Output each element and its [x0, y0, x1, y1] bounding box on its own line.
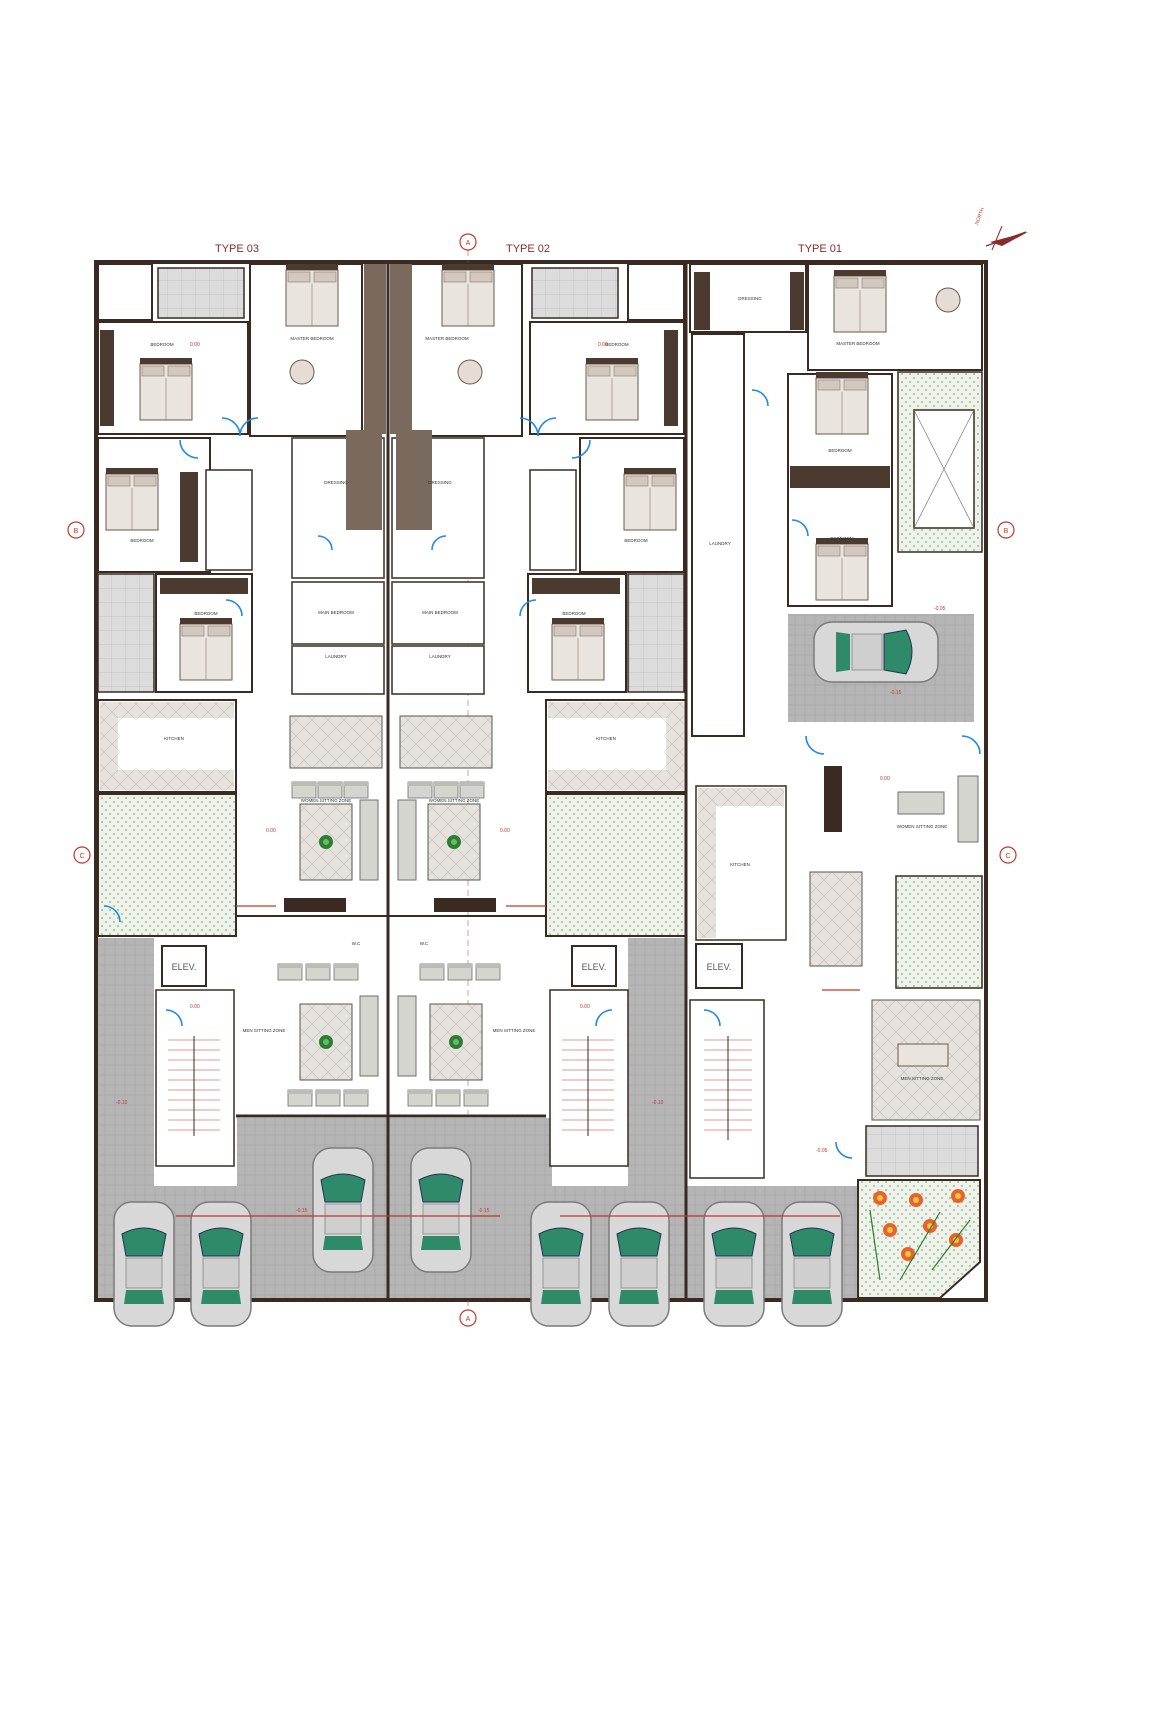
label-dressing-t02: DRESSING [428, 480, 452, 485]
label-wc-t02: W.C [420, 941, 429, 946]
grid-marker-c-right: C [999, 846, 1017, 864]
label-wc-t03: W.C [352, 941, 361, 946]
level-t03-living: 0.00 [266, 828, 276, 834]
level-parking-a: -0.15 [296, 1208, 308, 1214]
level-t01-living: 0.00 [880, 776, 890, 782]
label-elev-t03: ELEV. [172, 962, 197, 972]
car-7-icon [703, 1201, 765, 1327]
label-bedroom-t01-a: BEDROOM [828, 448, 852, 453]
paving-left [98, 938, 154, 1188]
svg-text:A: A [466, 1316, 471, 1323]
label-elev-t01: ELEV. [707, 962, 732, 972]
level-parking-b: -0.15 [478, 1208, 490, 1214]
svg-text:A: A [466, 240, 471, 247]
paving-center [237, 1118, 552, 1190]
label-master-bedroom-t01: MASTER BEDROOM [836, 341, 880, 346]
label-laundry-t01: LAUNDRY [709, 541, 730, 546]
car-8-icon [781, 1201, 843, 1327]
level-t01-entry: -0.05 [816, 1148, 828, 1154]
label-men-sitting-t02: MEN SITTING ZONE [493, 1028, 536, 1033]
label-bedroom-t02-top: BEDROOM [605, 342, 629, 347]
level-t01-garage-b: -0.15 [890, 690, 902, 696]
car-2-icon [190, 1201, 252, 1327]
label-kitchen-t01: KITCHEN [730, 862, 750, 867]
grid-marker-c-left: C [73, 846, 91, 864]
shared-living-zones [236, 715, 546, 1118]
north-arrow-icon [985, 225, 1028, 251]
svg-text:C: C [79, 853, 84, 860]
car-5-icon [530, 1201, 592, 1327]
type-01-title: TYPE 01 [798, 243, 842, 255]
type-03-title: TYPE 03 [215, 243, 259, 255]
level-t02-stair: 0.00 [580, 1004, 590, 1010]
type-02-title: TYPE 02 [506, 243, 550, 255]
label-master-bedroom-t02: MASTER BEDROOM [425, 336, 469, 341]
level-t03-paving: -0.10 [116, 1100, 128, 1106]
grid-marker-a-top: A [459, 233, 477, 251]
label-men-sitting-t01: MEN SITTING ZONE [901, 1076, 944, 1081]
car-6-icon [608, 1201, 670, 1327]
grid-marker-a-bottom: A [459, 1309, 477, 1327]
unit-type-03 [97, 263, 386, 1167]
label-bedroom-t02-mid: BEDROOM [624, 538, 648, 543]
level-t03-stair: 0.00 [190, 1004, 200, 1010]
svg-text:C: C [1005, 853, 1010, 860]
level-arrows [176, 905, 860, 1217]
level-t01-garage: -0.05 [934, 606, 946, 612]
label-bedroom-t02-low: BEDROOM [562, 611, 586, 616]
paving-right [628, 938, 686, 1188]
label-dressing-t03: DRESSING [324, 480, 348, 485]
label-bedroom-t03-low: BEDROOM [194, 611, 218, 616]
level-t02-bedroom: 0.00 [598, 342, 608, 348]
door-swings [103, 389, 981, 1159]
label-women-sitting-t03: WOMEN SITTING ZONE [301, 798, 352, 803]
north-label: NORTH [974, 207, 986, 226]
label-kitchen-t03: KITCHEN [164, 736, 184, 741]
label-elev-t02: ELEV. [582, 962, 607, 972]
label-kitchen-t02: KITCHEN [596, 736, 616, 741]
car-1-icon [113, 1201, 175, 1327]
label-bedroom-t01-b: BEDROOM [830, 536, 854, 541]
level-t02-living: 0.00 [500, 828, 510, 834]
car-4-icon [410, 1147, 472, 1273]
grid-marker-b-right: B [997, 521, 1015, 539]
label-laundry-t03: LAUNDRY [325, 654, 346, 659]
level-t02-paving: -0.10 [652, 1100, 664, 1106]
label-main-bedroom-t03: MAIN BEDROOM [318, 610, 354, 615]
label-bedroom-t03-mid: BEDROOM [130, 538, 154, 543]
label-master-bedroom-t03: MASTER BEDROOM [290, 336, 334, 341]
unit-type-02 [390, 263, 687, 1167]
label-dressing-t01: DRESSING [738, 296, 762, 301]
grid-marker-b-left: B [67, 521, 85, 539]
svg-text:B: B [1004, 528, 1009, 535]
label-bedroom-t03-top: BEDROOM [150, 342, 174, 347]
label-main-bedroom-t02: MAIN BEDROOM [422, 610, 458, 615]
label-women-sitting-t01: WOMEN SITTING ZONE [897, 824, 948, 829]
level-t03-bedroom: 0.00 [190, 342, 200, 348]
svg-text:B: B [74, 528, 79, 535]
car-3-icon [312, 1147, 374, 1273]
label-laundry-t02: LAUNDRY [429, 654, 450, 659]
label-men-sitting-t03: MEN SITTING ZONE [243, 1028, 286, 1033]
unit-type-01 [689, 263, 983, 1299]
label-women-sitting-t02: WOMEN SITTING ZONE [429, 798, 480, 803]
car-garage-icon [813, 621, 939, 683]
